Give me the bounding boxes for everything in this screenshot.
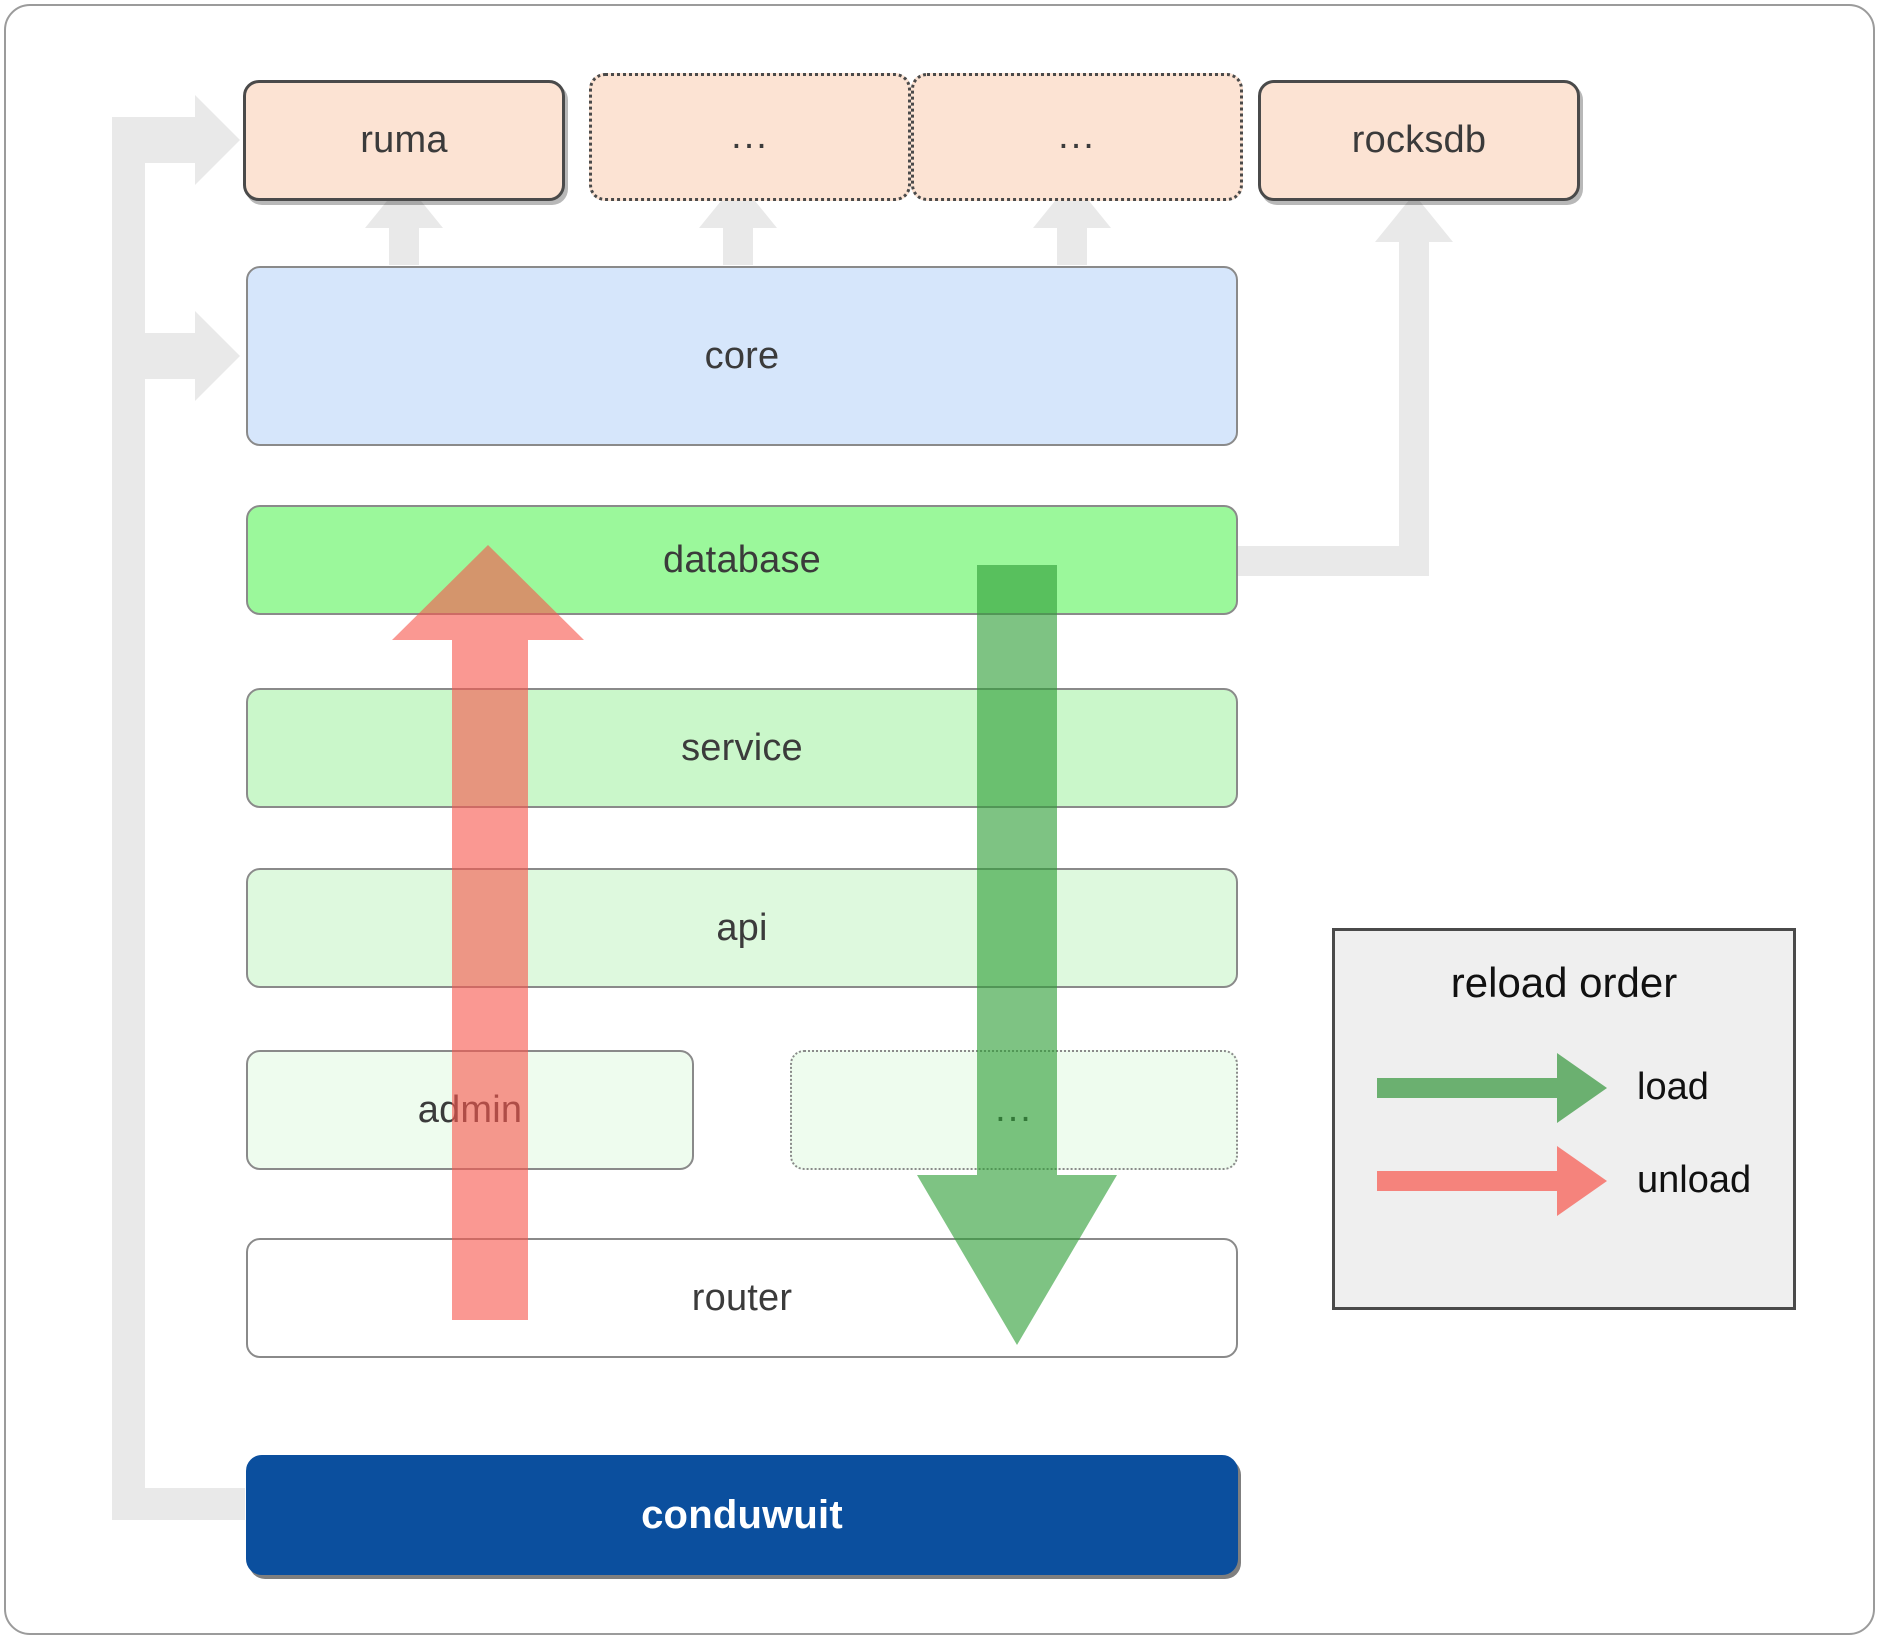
dependency-label: rocksdb [1351, 119, 1487, 161]
layer-node-extra[interactable]: ... [790, 1050, 1238, 1170]
dependency-node-ruma[interactable]: ruma [243, 80, 565, 201]
layer-node-api[interactable]: api [246, 868, 1238, 988]
layer-node-router[interactable]: router [246, 1238, 1238, 1358]
layer-label: admin [417, 1088, 523, 1131]
dependency-label: ... [731, 115, 769, 158]
application-label: conduwuit [641, 1492, 843, 1537]
layer-node-core[interactable]: core [246, 266, 1238, 446]
dependency-node-rocksdb[interactable]: rocksdb [1258, 80, 1580, 201]
legend-title: reload order [1450, 959, 1678, 1006]
layer-label: ... [995, 1088, 1033, 1131]
legend-unload-swatch [1377, 1146, 1607, 1216]
legend-label-load: load [1637, 1066, 1709, 1108]
layer-label: core [704, 334, 780, 377]
legend-box: reload order load unload [1332, 928, 1796, 1310]
legend-load-swatch [1377, 1053, 1607, 1123]
layer-label: database [663, 538, 821, 581]
layer-label: router [691, 1276, 793, 1319]
layer-label: service [681, 726, 803, 769]
layer-label: api [716, 906, 768, 949]
dependency-label: ... [1058, 115, 1096, 158]
application-node-conduwuit[interactable]: conduwuit [246, 1455, 1238, 1575]
layer-node-service[interactable]: service [246, 688, 1238, 808]
dependency-label: ruma [360, 119, 448, 161]
dependency-node-2[interactable]: ... [589, 73, 911, 201]
diagram-frame [4, 4, 1875, 1635]
layer-node-admin[interactable]: admin [246, 1050, 694, 1170]
dependency-node-3[interactable]: ... [911, 73, 1243, 201]
legend-arrow-swatches [1377, 1053, 1607, 1216]
layer-node-database[interactable]: database [246, 505, 1238, 615]
legend-label-unload: unload [1637, 1159, 1752, 1201]
